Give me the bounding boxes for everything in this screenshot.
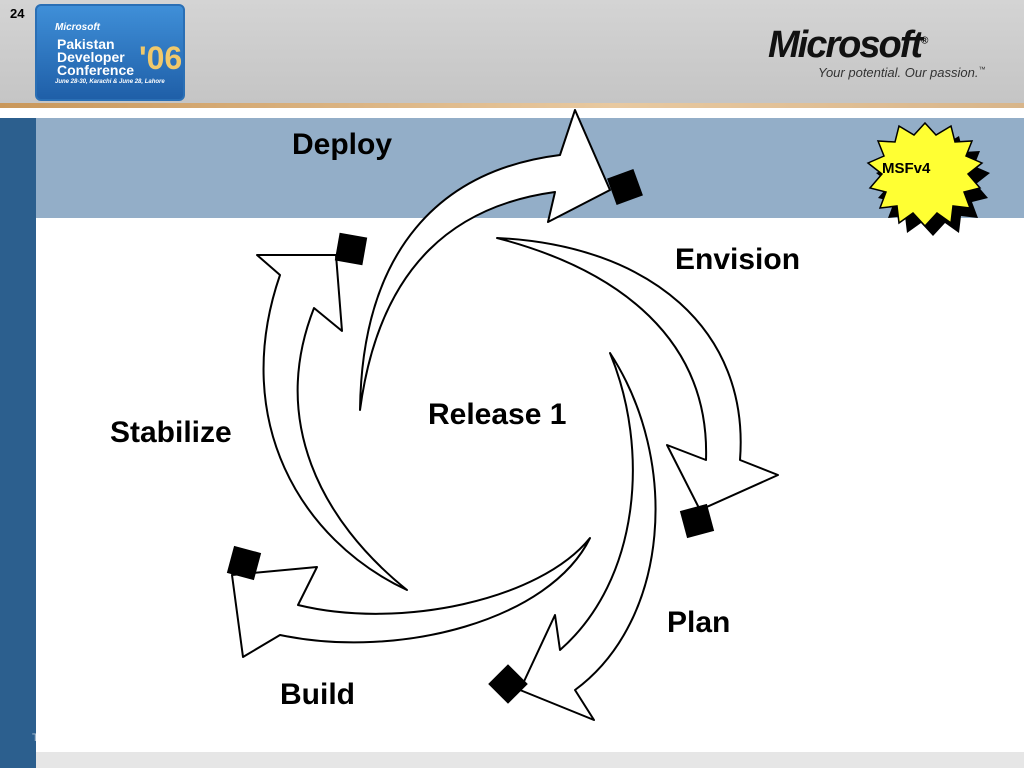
center-label: Release 1 [428,398,567,431]
arrow-deploy [359,109,611,411]
microsoft-wordmark: Microsoft [768,24,923,66]
slide-number: 24 [10,6,25,21]
milestone-marker-plan [488,664,528,704]
footer-strip [36,752,1024,768]
milestone-marker-build [226,545,262,581]
microsoft-logo: Microsoft® [768,24,928,67]
arrow-stabilize [256,254,408,591]
conference-logo-line-1: Pakistan [57,36,115,52]
arrow-plan [519,352,657,721]
phase-label-stabilize: Stabilize [110,416,232,449]
microsoft-tagline-text: Your potential. Our passion. [818,65,979,80]
footer-text: TECHNOLOGY [32,732,120,744]
conference-logo: Microsoft Pakistan Developer Conference … [35,4,185,101]
header-accent-line [0,103,1024,108]
phase-label-envision: Envision [675,243,801,276]
phase-label-deploy: Deploy [292,128,393,161]
milestone-marker-envision [679,503,715,539]
milestone-marker-stabilize [334,232,368,266]
star-badge [866,121,984,228]
microsoft-tagline: Your potential. Our passion.™ [818,65,985,80]
star-badge-shape [866,121,984,228]
registered-mark: ® [921,35,929,47]
arrow-envision [496,237,779,511]
conference-logo-dates: June 28-30, Karachi & June 28, Lahore [55,79,165,85]
badge-label: MSFv4 [882,160,931,177]
trademark-mark: ™ [978,66,986,74]
conference-logo-brand: Microsoft [55,22,100,33]
phase-label-build: Build [280,678,355,711]
milestone-marker-deploy [607,169,643,205]
conference-logo-line-2: Developer [57,49,125,65]
arrow-build [231,537,591,658]
phase-label-plan: Plan [667,606,731,639]
conference-logo-year: '06 [139,40,183,76]
conference-logo-line-3: Conference [57,62,135,78]
left-sidebar-bar [0,118,36,768]
